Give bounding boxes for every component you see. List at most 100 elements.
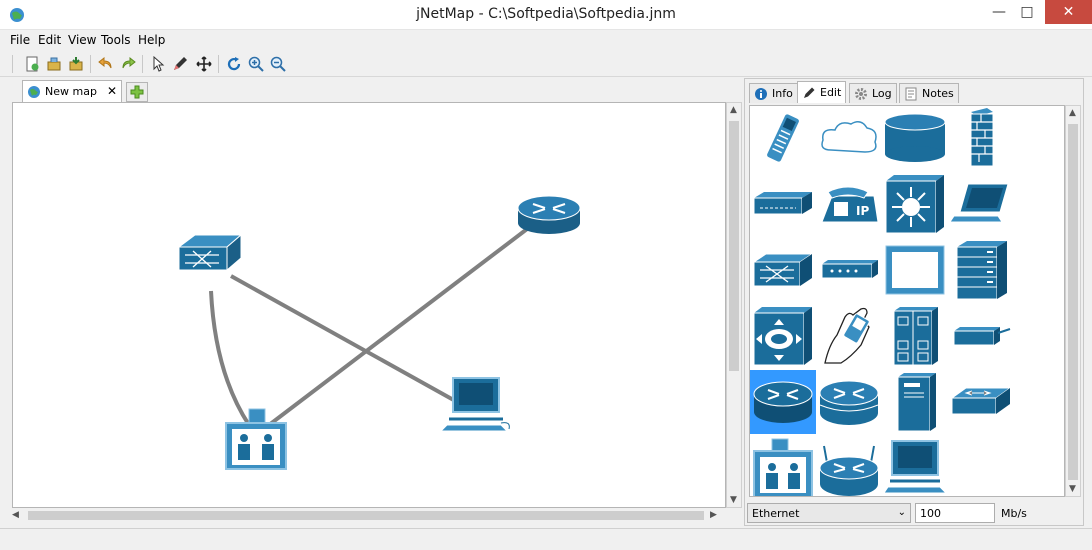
map-panel: New map ✕ — [8, 80, 742, 523]
close-button[interactable]: ✕ — [1045, 0, 1092, 24]
select-icon[interactable] — [148, 54, 168, 74]
toolbar-separator — [218, 55, 219, 73]
palette-router[interactable] — [750, 370, 816, 434]
info-icon — [755, 87, 767, 100]
tab-notes[interactable]: Notes — [899, 83, 959, 103]
save-icon[interactable] — [66, 54, 86, 74]
plus-icon — [130, 85, 144, 99]
scroll-right-icon[interactable]: ▶ — [710, 510, 717, 520]
chevron-down-icon: ⌄ — [897, 507, 906, 518]
menu-tools[interactable]: Tools — [101, 33, 131, 47]
close-tab-icon[interactable]: ✕ — [106, 84, 117, 98]
palette-atm-switch[interactable] — [750, 304, 816, 368]
tab-notes-label: Notes — [922, 87, 954, 100]
palette-pda-hand[interactable] — [816, 304, 882, 368]
palette-file-server[interactable] — [882, 304, 948, 368]
tab-edit[interactable]: Edit — [797, 81, 847, 103]
palette-router-alt[interactable] — [816, 370, 882, 434]
map-horizontal-scrollbar[interactable]: ◀ ▶ — [8, 508, 726, 523]
palette-layer3-switch[interactable] — [882, 172, 948, 236]
palette-firewall[interactable] — [948, 106, 1014, 170]
palette-laptop[interactable] — [948, 172, 1014, 236]
zoom-out-icon[interactable] — [268, 54, 288, 74]
switch-node[interactable] — [177, 233, 243, 272]
edit-icon — [804, 87, 815, 98]
palette-users-group[interactable] — [750, 436, 816, 496]
map-vertical-scrollbar[interactable]: ▲ ▼ — [726, 102, 742, 508]
palette-scrollbar[interactable]: ▲ ▼ — [1065, 105, 1081, 497]
edit-pencil-icon[interactable] — [170, 54, 190, 74]
palette-workstation[interactable] — [882, 436, 948, 496]
globe-icon — [28, 85, 40, 98]
toolbar-separator — [90, 55, 91, 73]
scroll-down-icon[interactable]: ▼ — [730, 495, 737, 505]
add-tab-button[interactable] — [126, 82, 148, 102]
palette-ip-phone[interactable]: IP — [816, 172, 882, 236]
connection-type-select[interactable]: Ethernet ⌄ — [747, 503, 911, 523]
palette-switch[interactable] — [750, 238, 816, 302]
tab-log-label: Log — [872, 87, 892, 100]
status-bar — [0, 528, 1092, 550]
connection-controls: Ethernet ⌄ 100 Mb/s — [747, 503, 1081, 525]
scroll-down-icon[interactable]: ▼ — [1069, 484, 1076, 494]
tab-log[interactable]: Log — [849, 83, 897, 103]
palette-cloud[interactable] — [816, 106, 882, 170]
device-palette: IP — [749, 105, 1065, 497]
notes-icon — [905, 87, 917, 100]
link-switch-users — [209, 290, 251, 427]
undo-icon[interactable] — [96, 54, 116, 74]
new-map-icon[interactable] — [22, 54, 42, 74]
tab-info-label: Info — [772, 87, 793, 100]
menu-bar: File Edit View Tools Help — [0, 30, 1092, 50]
zoom-in-icon[interactable] — [246, 54, 266, 74]
scroll-left-icon[interactable]: ◀ — [12, 510, 19, 520]
window-title: jNetMap - C:\Softpedia\Softpedia.jnm — [416, 6, 676, 22]
gear-icon — [855, 87, 867, 100]
svg-text:IP: IP — [856, 204, 869, 218]
palette-wireless-router[interactable] — [816, 436, 882, 496]
scroll-up-icon[interactable]: ▲ — [1069, 108, 1076, 118]
app-globe-icon — [10, 8, 24, 22]
scroll-thumb[interactable] — [729, 121, 739, 371]
connection-type-value: Ethernet — [752, 507, 800, 520]
tab-new-map[interactable]: New map ✕ — [22, 80, 122, 102]
palette-mobile-phone[interactable] — [750, 106, 816, 170]
palette-access-point[interactable] — [948, 304, 1014, 368]
palette-server-rack[interactable] — [948, 238, 1014, 302]
maximize-button[interactable]: □ — [1020, 4, 1034, 20]
toolbar-separator — [12, 55, 13, 73]
menu-file[interactable]: File — [10, 33, 31, 47]
palette-monitor[interactable] — [882, 238, 948, 302]
palette-hub[interactable] — [750, 172, 816, 236]
map-canvas[interactable] — [12, 102, 726, 508]
tab-info[interactable]: Info — [749, 83, 798, 103]
toolbar-separator — [142, 55, 143, 73]
properties-panel: Info Edit Log Notes IP — [744, 78, 1084, 526]
speed-unit-label: Mb/s — [1001, 507, 1027, 520]
open-icon[interactable] — [44, 54, 64, 74]
tab-label: New map — [45, 85, 97, 98]
palette-modem[interactable] — [816, 238, 882, 302]
refresh-icon[interactable] — [224, 54, 244, 74]
router-node[interactable] — [517, 195, 581, 234]
scroll-thumb[interactable] — [1068, 124, 1078, 480]
workstation-node[interactable] — [439, 377, 510, 432]
menu-edit[interactable]: Edit — [38, 33, 62, 47]
users-group-node[interactable] — [225, 408, 287, 470]
link-router-users — [267, 224, 533, 427]
move-icon[interactable] — [194, 54, 214, 74]
title-bar: jNetMap - C:\Softpedia\Softpedia.jnm — □… — [0, 0, 1092, 30]
minimize-button[interactable]: — — [992, 4, 1006, 20]
palette-workgroup-switch[interactable] — [948, 370, 1014, 434]
palette-tower-server[interactable] — [882, 370, 948, 434]
scroll-thumb[interactable] — [28, 511, 704, 520]
redo-icon[interactable] — [118, 54, 138, 74]
palette-database[interactable] — [882, 106, 948, 170]
toolbar — [0, 51, 1092, 77]
scroll-up-icon[interactable]: ▲ — [730, 105, 737, 115]
link-switch-workstation — [230, 274, 460, 405]
menu-view[interactable]: View — [68, 33, 97, 47]
menu-help[interactable]: Help — [138, 33, 166, 47]
tab-edit-label: Edit — [820, 86, 842, 99]
connection-speed-input[interactable]: 100 — [915, 503, 995, 523]
